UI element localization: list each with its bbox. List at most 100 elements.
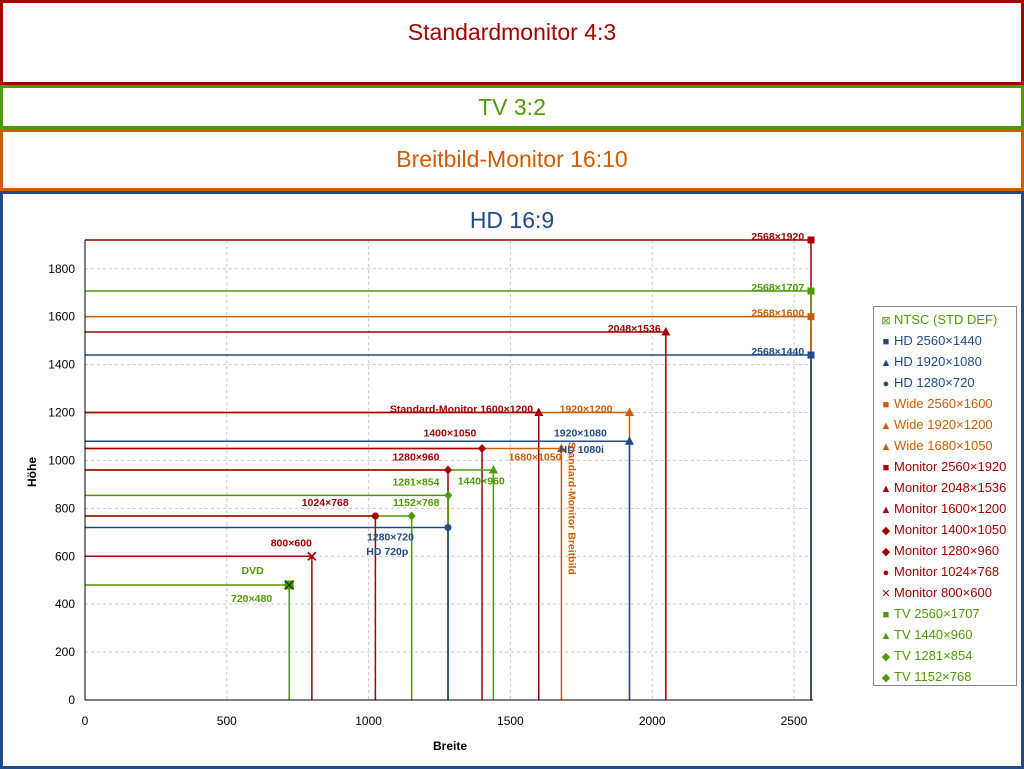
data-label: 1400×1050: [424, 427, 477, 439]
data-point: [556, 443, 566, 452]
resolution-line: [85, 555, 313, 700]
legend-item: ■ TV 2560×1707: [880, 603, 1016, 624]
legend-item: ⊠NTSC (STD DEF): [880, 309, 1016, 330]
data-label: 1281×854: [392, 477, 439, 489]
data-point: [625, 407, 634, 416]
legend-label: Monitor 2048×1536: [894, 480, 1007, 495]
y-tick-label: 800: [55, 501, 75, 515]
y-tick-label: 1800: [48, 262, 75, 276]
legend-label: NTSC (STD DEF): [894, 312, 998, 327]
legend-marker-icon: ■: [882, 462, 890, 474]
legend-item: ■ Wide 2560×1600: [880, 393, 1016, 414]
y-tick-label: 1000: [48, 453, 75, 467]
data-point: [444, 524, 452, 531]
legend-label: Monitor 1024×768: [894, 564, 1000, 579]
data-label: 2568×1440: [751, 346, 804, 358]
legend-marker-icon: ■: [882, 399, 890, 411]
legend-label: TV 2560×1707: [894, 606, 980, 621]
data-label-vertical: Standard-Monitor Breitbild: [566, 442, 578, 575]
data-point-cross: [284, 579, 295, 591]
data-label: 2048×1536: [608, 323, 661, 335]
legend-marker-icon: ▲: [880, 504, 892, 516]
legend-marker-icon: ⊠: [881, 315, 891, 327]
legend-label: Monitor 1400×1050: [894, 522, 1007, 537]
x-tick-label: 1000: [355, 714, 382, 728]
data-label: 1024×768: [302, 497, 349, 509]
legend-item: ● Monitor 1024×768: [880, 561, 1016, 582]
legend-label: TV 1281×854: [894, 648, 973, 663]
legend-item: ■ Monitor 2560×1920: [880, 456, 1016, 477]
data-label: 2568×1600: [751, 308, 804, 320]
data-point: [444, 465, 452, 475]
x-tick-label: 2500: [781, 714, 808, 728]
legend-marker-icon: ▲: [880, 483, 892, 495]
legend-item: ▲Wide 1920×1200: [880, 414, 1016, 435]
data-label: 1920×1080: [554, 427, 607, 439]
data-point: [371, 512, 379, 520]
legend-label: HD 2560×1440: [894, 333, 982, 348]
legend-item: ◆Monitor 1400×1050: [880, 519, 1016, 540]
data-label: 1920×1200: [560, 404, 613, 416]
legend-marker-icon: ■: [882, 336, 890, 348]
x-tick-label: 1500: [497, 714, 524, 728]
legend-marker-icon: ■: [882, 609, 890, 621]
legend-label: Monitor 1600×1200: [894, 501, 1007, 516]
legend-label: TV 1440×960: [894, 627, 973, 642]
band-title-breitbild: Breitbild-Monitor 16:10: [396, 146, 628, 172]
data-point: [307, 551, 317, 561]
band-hd: HD 16:9: [0, 191, 1024, 769]
y-tick-label: 600: [55, 549, 75, 563]
legend-label: Wide 1680×1050: [894, 438, 993, 453]
x-tick-label: 500: [217, 714, 237, 728]
data-point: [444, 490, 453, 500]
data-label: 2568×1920: [751, 231, 804, 243]
data-label: 1152×768: [393, 497, 440, 509]
legend-item: ▲Wide 1680×1050: [880, 435, 1016, 456]
data-point: [284, 579, 295, 591]
data-labels: 2568×1920 2568×1707 2568×1600 2048×1536 2568…: [231, 231, 804, 605]
legend-label: Monitor 2560×1920: [894, 459, 1007, 474]
legend-item: ◆TV 1281×854: [880, 645, 1016, 666]
legend-item: ▲TV 1440×960: [880, 624, 1016, 645]
data-point: [661, 327, 671, 336]
data-markers: [284, 236, 815, 591]
band-breitbild: Breitbild-Monitor 16:10: [0, 129, 1024, 191]
band-title-standardmonitor: Standardmonitor 4:3: [407, 19, 617, 45]
data-point: [807, 351, 815, 359]
data-point: [407, 511, 416, 521]
data-point: [807, 313, 815, 321]
legend-marker-icon: ▲: [880, 630, 892, 642]
data-label: 1280×720: [367, 532, 414, 544]
y-tick-label: 0: [68, 693, 75, 707]
grid: [85, 240, 811, 700]
legend-marker-icon: ◆: [881, 546, 891, 558]
data-point: [625, 436, 634, 445]
legend-marker-icon: ◆: [881, 525, 891, 537]
x-tick-label: 2000: [639, 714, 666, 728]
resolution-line: [85, 515, 413, 700]
legend-label: Wide 2560×1600: [894, 396, 993, 411]
data-label: 1440×960: [458, 475, 505, 487]
legend-label: Monitor 1280×960: [894, 543, 1000, 558]
y-tick-label: 400: [55, 597, 75, 611]
data-point: [807, 287, 815, 295]
band-standardmonitor: Standardmonitor 4:3: [0, 0, 1024, 85]
legend-label: Wide 1920×1200: [894, 417, 993, 432]
data-label: 720×480: [231, 593, 272, 605]
data-label: 1680×1050: [509, 451, 562, 463]
legend-item: ●HD 1280×720: [880, 372, 1016, 393]
data-label: 2568×1707: [751, 282, 804, 294]
legend-marker-icon: ●: [882, 567, 890, 579]
band-title-hd: HD 16:9: [469, 207, 555, 233]
legend-marker-icon: ✕: [881, 588, 891, 600]
data-label: HD 720p: [366, 546, 408, 558]
y-tick-label: 1200: [48, 406, 75, 420]
y-axis-label: Höhe: [25, 457, 39, 487]
band-title-tv: TV 3:2: [478, 94, 546, 120]
legend-item: ▲HD 1920×1080: [880, 351, 1016, 372]
x-tick-label: 0: [82, 714, 89, 728]
legend-marker-icon: ▲: [880, 357, 892, 369]
legend-item: ◆Monitor 1280×960: [880, 540, 1016, 561]
